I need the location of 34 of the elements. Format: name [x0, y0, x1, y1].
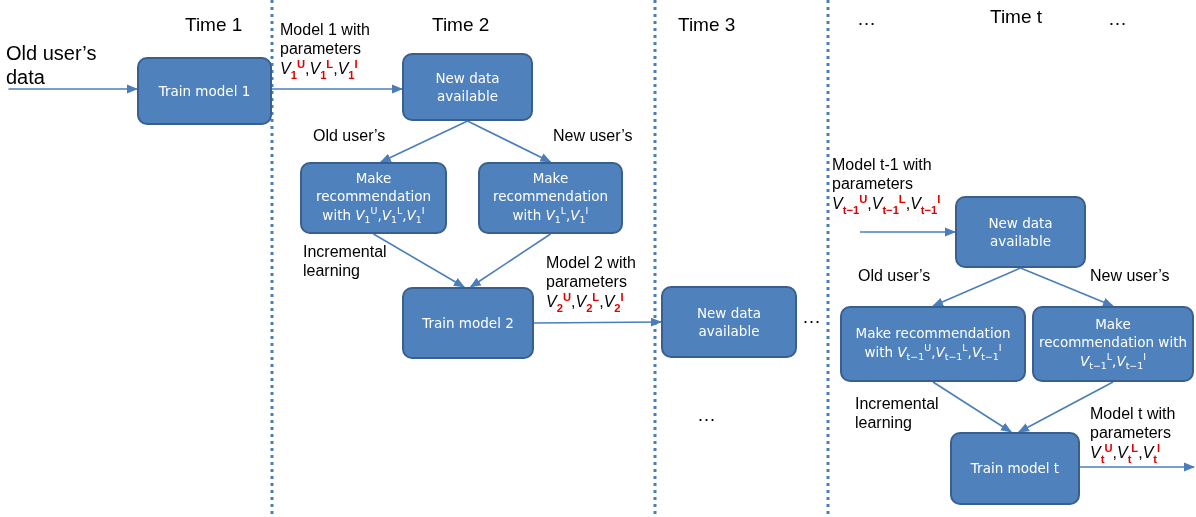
arrow: [1017, 381, 1114, 433]
arrow: [1079, 462, 1196, 472]
edge-label: Incremental learning: [855, 394, 940, 433]
edge-label: New user’s: [1090, 266, 1171, 286]
ellipsis: …: [697, 404, 716, 426]
ellipsis: …: [1108, 8, 1127, 30]
arrow: [7, 84, 139, 94]
arrow: [1019, 267, 1115, 307]
column-heading: Time 1: [185, 14, 243, 36]
process-box: Train model 2: [402, 287, 534, 359]
arrow: [533, 317, 663, 327]
arrow: [379, 120, 469, 163]
column-heading: Time 3: [678, 14, 736, 36]
ellipsis: …: [802, 306, 821, 328]
edge-label: Incremental learning: [303, 242, 388, 281]
arrow: [859, 227, 957, 237]
arrow: [466, 120, 552, 163]
arrow: [931, 267, 1022, 307]
ellipsis: …: [857, 8, 876, 30]
process-box: New data available: [661, 286, 797, 358]
input-text: Old user’s data: [6, 40, 128, 89]
arrow: [372, 233, 465, 288]
arrow: [932, 381, 1013, 433]
process-box: Train model 1: [137, 57, 272, 125]
column-heading: Time 2: [432, 14, 490, 36]
edge-label: Old user’s: [313, 126, 387, 146]
arrow: [271, 84, 404, 94]
process-box: New data available: [402, 53, 533, 121]
edge-label: Old user’s: [858, 266, 932, 286]
edge-label: New user’s: [553, 126, 634, 146]
process-box: New data available: [955, 196, 1086, 268]
arrow: [469, 233, 552, 288]
column-heading: Time t: [990, 6, 1043, 28]
process-box: Train model t: [950, 432, 1080, 505]
